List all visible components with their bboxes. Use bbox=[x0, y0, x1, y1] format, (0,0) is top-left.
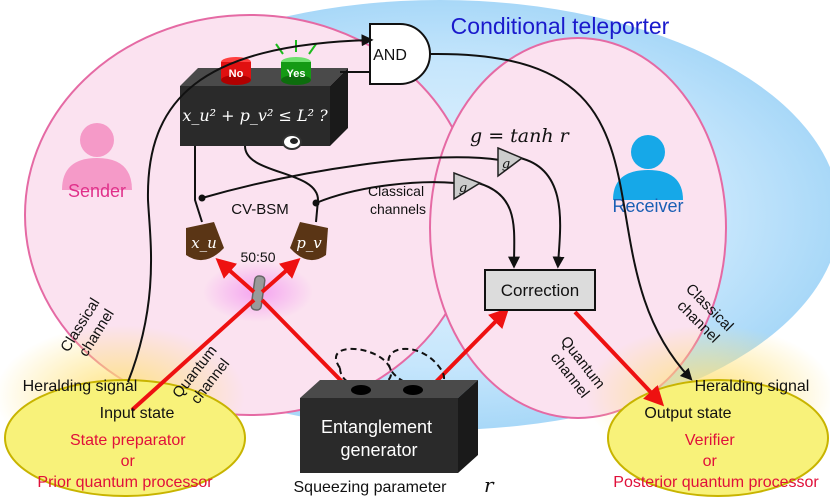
receiver-label: Receiver bbox=[612, 196, 683, 216]
receiver-person-icon bbox=[613, 135, 683, 200]
classical-channels-label: Classical channels bbox=[368, 183, 428, 217]
svg-text:Correction: Correction bbox=[501, 281, 579, 300]
svg-text:g: g bbox=[502, 157, 510, 172]
yes-lamp-label: Yes bbox=[287, 68, 306, 80]
correction-box: Correction bbox=[484, 269, 596, 311]
condition-box: x_u² + p_v² ≤ L² ? bbox=[180, 68, 348, 146]
svg-text:p_v: p_v bbox=[296, 234, 322, 252]
and-gate-label: AND bbox=[373, 47, 407, 64]
cv-bsm-label: CV-BSM bbox=[231, 201, 289, 218]
squeezing-symbol: r bbox=[484, 473, 495, 497]
threshold-knob-icon bbox=[282, 134, 302, 150]
gain1-to-correction-wire bbox=[519, 157, 565, 269]
gain-equation: g = tanh r bbox=[470, 125, 571, 147]
beam-splitter-label: 50:50 bbox=[240, 249, 275, 265]
right-endpoint bbox=[607, 379, 829, 497]
yes-lamp: Yes bbox=[275, 40, 317, 85]
svg-text:x_u: x_u bbox=[191, 234, 217, 252]
xu-to-box-wire bbox=[194, 146, 203, 223]
no-lamp-label: No bbox=[229, 68, 244, 80]
left-endpoint-text: State preparator or Prior quantum proces… bbox=[37, 432, 213, 491]
gain-amplifier-upper: g bbox=[497, 146, 524, 178]
right-endpoint-text: Verifier or Posterior quantum processor bbox=[613, 432, 819, 491]
gain-amplifier-lower: g bbox=[453, 171, 482, 201]
pv-to-box-wire bbox=[244, 145, 320, 223]
heralding-right-label: Heralding signal bbox=[695, 378, 810, 395]
left-heralding-wire bbox=[127, 34, 374, 383]
input-beam bbox=[130, 298, 256, 412]
input-state-label: Input state bbox=[100, 405, 175, 422]
output-beam bbox=[573, 310, 665, 407]
left-endpoint bbox=[4, 379, 246, 497]
heralding-left-label: Heralding signal bbox=[23, 378, 138, 395]
bs-to-x-beam bbox=[215, 258, 256, 294]
svg-text:g: g bbox=[459, 181, 467, 196]
entanglement-generator: Entanglement generator bbox=[300, 380, 478, 473]
squeezing-label: Squeezing parameter bbox=[294, 479, 448, 496]
detector-x: x_u bbox=[186, 222, 224, 261]
pv-to-gain-wire bbox=[315, 181, 456, 204]
detector-p: p_v bbox=[290, 222, 328, 261]
bs-to-p-beam bbox=[260, 258, 301, 294]
output-state-label: Output state bbox=[644, 405, 731, 422]
xu-to-gain-wire bbox=[201, 156, 501, 199]
gain2-to-correction-wire bbox=[477, 182, 521, 269]
sender-person-icon bbox=[62, 123, 132, 190]
sender-label: Sender bbox=[68, 181, 126, 201]
svg-text:Entanglement generator: Entanglement generator bbox=[321, 417, 437, 460]
title: Conditional teleporter bbox=[451, 13, 670, 39]
and-output-wire bbox=[429, 52, 693, 381]
and-gate: AND bbox=[369, 23, 431, 85]
condition-text: x_u² + p_v² ≤ L² ? bbox=[182, 106, 328, 125]
